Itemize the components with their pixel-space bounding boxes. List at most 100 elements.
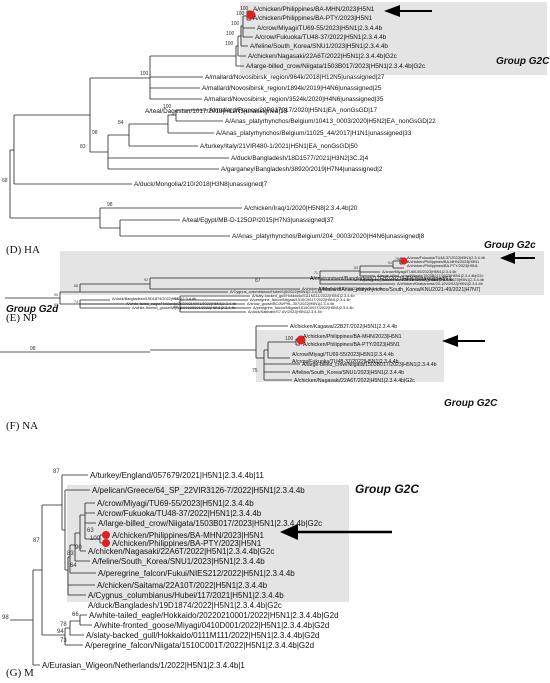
ha-tip: A/mallard/France/20P017917/2020|H5N1|EA_… <box>209 107 377 114</box>
m-bootstrap: 78 <box>60 622 67 628</box>
ha-bootstrap: 100 <box>236 11 245 17</box>
ha-marker-dot <box>246 10 256 20</box>
ha-tip: A/turkey/Italy/21VIR480-1/2021|H5N1|EA_n… <box>200 143 358 150</box>
np-tip: A/peregrine_falcon/Fukui/NIES212/2022|H5… <box>360 278 453 282</box>
na-tip: A/crow/Fukuoka/TU48-37/2022|H5N1|2.3.4.4… <box>292 359 399 365</box>
na-group-label: Group G2C <box>444 398 498 409</box>
m-bootstrap: 64 <box>70 563 77 569</box>
ha-tree: A/chicken/Philippines/BA-MHN/2023|H5N1 A… <box>2 2 550 240</box>
na-tip: A/environment/Bangladesh/17E82/2021|H6N1… <box>310 276 451 282</box>
m-tip: A/turkey/England/057679/2021|H5N1|2.3.4.… <box>90 471 264 480</box>
ha-tip: A/chicken/Nagasaki/22A6T/2022|H5N1|2.3.4… <box>248 53 398 60</box>
panel-label-ha: (D) HA <box>6 244 40 256</box>
np-tip: A/duck/Sakhalin/S7-6V/2022|H5N1|2.3.4.4b <box>248 310 322 314</box>
ha-arrow <box>384 5 432 17</box>
np-tip: A/snow_goose/BC/AVPHL-307/2022|H5N1|2.3.… <box>247 302 334 306</box>
panel-ha: A/chicken/Philippines/BA-MHN/2023|H5N1 A… <box>2 2 550 256</box>
ha-bootstrap: 100 <box>163 104 172 110</box>
m-tip: A/Eurasian_Wigeon/Netherlands/1/2022|H5N… <box>42 661 245 670</box>
na-tip: A/feline/South_Korea/SNU1/2023|H5N1|2.3.… <box>292 370 404 376</box>
m-bootstrap: 87 <box>33 538 40 544</box>
ha-bootstrap: 100 <box>240 6 249 12</box>
np-group-label-top: Group G2c <box>484 240 536 251</box>
ha-branches <box>9 10 255 237</box>
np-tip: A/white-fronted_goose/Miyagi/0410D001/20… <box>132 306 236 310</box>
m-bootstrap: 83 <box>67 551 74 557</box>
np-tip: A/chicken/Philippines/BA-MHN/2023|H5N1 <box>407 260 479 264</box>
np-bootstrap: 91 <box>388 261 392 265</box>
np-tip: A/white-tailed_eagle/Hokkaido/2022021000… <box>126 302 236 306</box>
np-bootstrap: 74 <box>74 300 78 304</box>
na-bootstrap: 75 <box>252 368 258 374</box>
np-tip: A/feline/South_Korea/SNU1/2023|H5N1|2.3.… <box>402 278 484 282</box>
m-tip: A/peregrine_falcon/Fukui/NIES212/2022|H5… <box>98 569 295 578</box>
na-tree: A/environment/Bangladesh/17E82/2021|H6N1… <box>0 276 498 409</box>
na-tip: A/chicken/Philippines/BA-MHN/2023|H5N1 <box>303 334 402 340</box>
m-tip: A/feline/South_Korea/SNU1/2023|H5N1|2.3.… <box>92 557 265 566</box>
m-tip: A/chicken/Philippines/BA-MHN/2023|H5N1 <box>112 531 264 540</box>
ha-bootstrap: 98 <box>92 130 98 136</box>
panel-np: A/crow/Fukuoka/TU48-37/2022|H5N1|2.3.4.4… <box>0 240 550 382</box>
ha-tip: A/mallard/Novosibirsk_region/964k/2018|H… <box>205 74 385 81</box>
na-tip: A/large-billed_crow/Niigata/1503B017/202… <box>302 362 437 368</box>
panel-label-np: (E) NP <box>6 312 37 324</box>
np-group-box <box>60 251 544 295</box>
np-tip: A/crow/Fukuoka/TU48-37/2022|H5N1|2.3.4.4… <box>407 256 485 260</box>
np-tip: A/chicken/Saitama/22A10T/2022|H5N1|2.3.4… <box>302 287 383 291</box>
m-marker-dot <box>102 531 110 539</box>
ha-tip: A/large-billed_crow/Niigata/1503B017/202… <box>246 63 426 70</box>
m-bootstrap: 87 <box>53 469 60 475</box>
m-bootstrap: 90 <box>75 545 82 551</box>
m-bootstrap: 73 <box>60 638 67 644</box>
m-group-box <box>67 485 349 602</box>
m-tip: A/pelican/Greece/64_SP_22VIR3126-7/2022|… <box>92 486 305 495</box>
ha-bootstrap: 100 <box>231 21 240 27</box>
na-arrow <box>442 335 485 347</box>
panel-label-na: (F) NA <box>6 420 39 432</box>
np-bootstrap: 94 <box>174 297 178 301</box>
panel-na: A/environment/Bangladesh/17E82/2021|H6N1… <box>0 276 550 450</box>
ha-tip: A/Anas_platyrhynchos/Belgium/11025_44/20… <box>216 130 412 137</box>
panel-m: A/turkey/England/057679/2021|H5N1|2.3.4.… <box>0 445 550 683</box>
ha-bootstrap: 100 <box>225 41 234 47</box>
na-bootstrap: 100 <box>285 336 294 342</box>
m-bootstrap: 63 <box>87 528 94 534</box>
ha-tip: A/teal/Egypt/MB-D-125OP/2015|H7N3|unassi… <box>182 217 334 224</box>
np-bootstrap: 66 <box>174 305 178 309</box>
np-tip: A/duck/Bangladesh/19D1874/2022|H5N1|2.3.… <box>112 297 196 301</box>
m-tip: A/chicken/Philippines/BA-PTY/2023|H5N1 <box>112 539 262 548</box>
m-group-label: Group G2C <box>355 482 419 496</box>
np-bootstrap: 68 <box>74 284 78 288</box>
m-arrow <box>280 524 392 540</box>
ha-tip: A/chicken/Philippines/BA-MHN/2023|H5N1 <box>253 6 375 13</box>
np-group-label-bottom: Group G2d <box>6 304 59 315</box>
m-marker-dot <box>102 539 110 547</box>
ha-bootstrap: 68 <box>2 178 8 184</box>
panel-label-m: (G) M <box>6 667 34 679</box>
np-bootstrap: 63 <box>354 266 358 270</box>
np-tip: A/Cygnus_columbianus/Hubei/1|6/2022|H5N1… <box>230 290 322 294</box>
ha-bootstrap: 100 <box>140 71 149 77</box>
ha-tip: A/duck/Mongolia/210/2018|H3N8|unassigned… <box>134 181 268 188</box>
ha-tip: A/crow/Fukuoka/TU48-37/2022|H5N1|2.3.4.4… <box>255 34 387 41</box>
np-tip: A/peregrine_falcon/Niigata/1510C001T/202… <box>250 298 351 302</box>
np-bootstrap: 71 <box>314 271 318 275</box>
na-bootstrap: 98 <box>30 346 36 352</box>
np-tree: A/crow/Fukuoka/TU48-37/2022|H5N1|2.3.4.4… <box>5 240 544 315</box>
m-tip: A/white-fronted_goose/Miyagi/0410D001/20… <box>94 621 329 630</box>
m-tree: A/turkey/England/057679/2021|H5N1|2.3.4.… <box>2 469 419 670</box>
np-bootstrap: 83 <box>54 303 58 307</box>
na-tip: A/chicken/Nagasaki/22A6T/2022|H5N1|2.3.4… <box>294 378 415 384</box>
m-tip: A/crow/Miyagi/TU69-55/2023|H5N1|2.3.4.4b <box>97 499 254 508</box>
na-tip: A/chicken/Kagawa/22B2T/2022|H5N1|2.3.4.4… <box>290 324 397 330</box>
ha-tip: A/mallard/Novosibirsk_region/1894k/2019|… <box>202 85 382 92</box>
ha-group-label: Group G2C <box>496 56 550 67</box>
np-tip: A/chicken/Philippines/BA-PTY/2023|H5N1 <box>407 264 478 268</box>
m-tip: A/crow/Fukuoka/TU48-37/2022|H5N1|2.3.4.4… <box>97 509 262 518</box>
m-tip: A/chicken/Nagasaki/22A6T/2022|H5N1|2.3.4… <box>88 547 274 556</box>
np-tip: A/peregrine_falcon/Niigata/1510C001T/202… <box>253 306 354 310</box>
m-tip: A/peregrine_falcon/Niigata/1510C001T/202… <box>85 641 314 650</box>
np-tip: A/large-billed_crow/Niigata/1503B017/202… <box>377 274 483 278</box>
ha-bootstrap: 100 <box>226 31 235 37</box>
ha-tip: A/Anas_platyrhynchos/Belgium/204_0003/20… <box>232 233 425 240</box>
